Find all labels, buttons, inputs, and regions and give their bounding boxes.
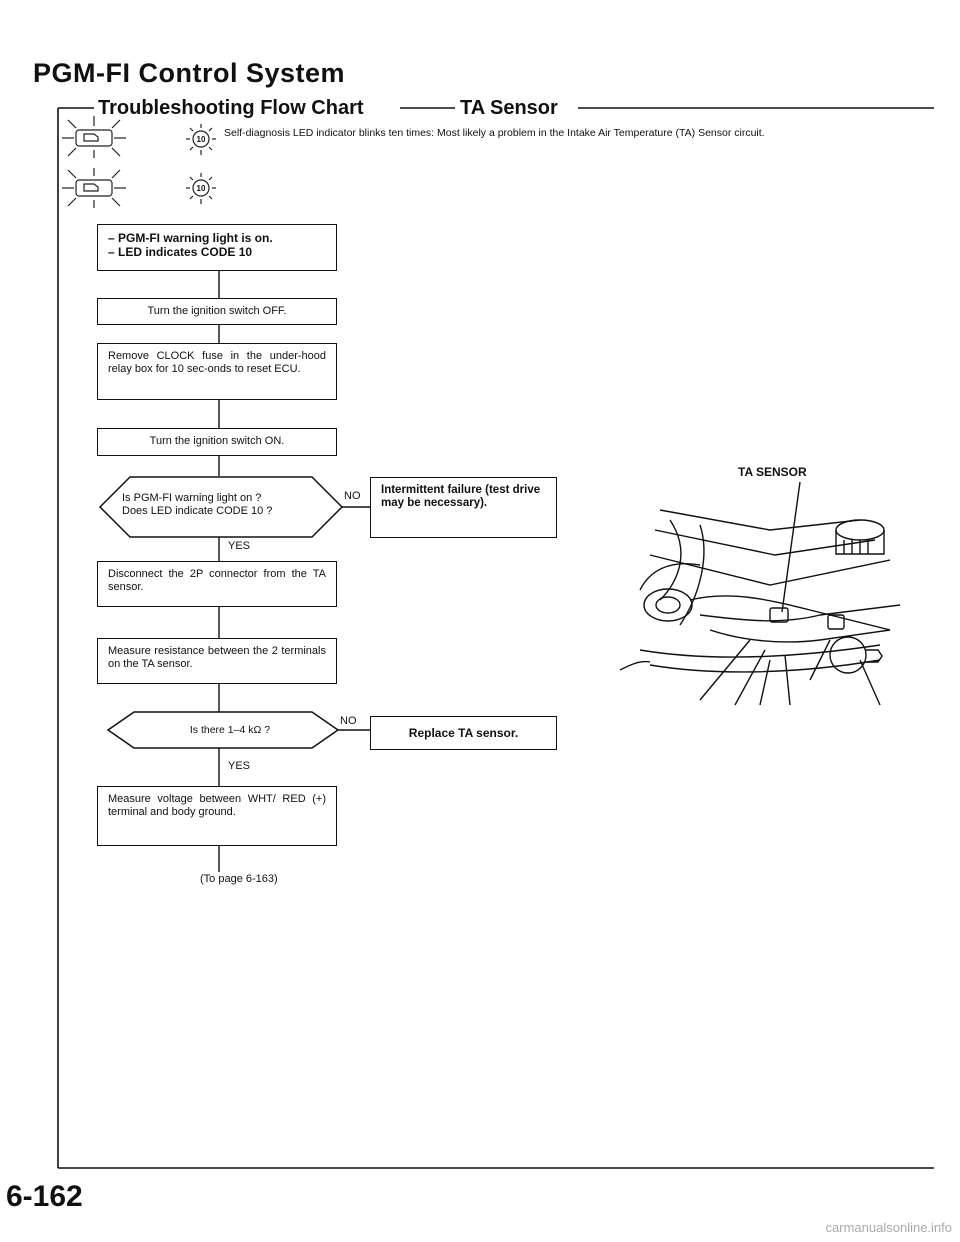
step-disconnect-connector: Disconnect the 2P connector from the TA …: [97, 561, 337, 607]
continue-note: (To page 6-163): [200, 873, 278, 885]
intro-text: Self-diagnosis LED indicator blinks ten …: [224, 127, 765, 139]
decision-1-no-label: NO: [344, 490, 361, 502]
symptom-box: – PGM-FI warning light is on. – LED indi…: [97, 224, 337, 271]
step-ignition-off: Turn the ignition switch OFF.: [97, 298, 337, 325]
led-10-blink-icon: [186, 124, 216, 155]
svg-text:10: 10: [197, 135, 206, 144]
step-remove-clock-fuse: Remove CLOCK fuse in the under-hood rela…: [97, 343, 337, 400]
decision-2-no-label: NO: [340, 715, 357, 727]
check-engine-icon-2: [62, 168, 126, 208]
section-title: Troubleshooting Flow Chart: [98, 97, 364, 119]
watermark: carmanualsonline.info: [825, 1220, 952, 1235]
result-intermittent-failure: Intermittent failure (test drive may be …: [370, 477, 557, 538]
svg-text:10: 10: [197, 184, 206, 193]
page-title: PGM-FI Control System: [33, 58, 346, 88]
engine-bay-illustration: [619, 481, 901, 706]
step-ignition-on: Turn the ignition switch ON.: [97, 428, 337, 456]
ta-sensor-label: TA SENSOR: [738, 465, 807, 479]
page-number: 6-162: [6, 1180, 83, 1213]
check-engine-icon: [62, 116, 126, 158]
decision-1-text: Is PGM-FI warning light on ? Does LED in…: [122, 492, 273, 517]
result-replace-sensor: Replace TA sensor.: [370, 716, 557, 750]
step-measure-voltage: Measure voltage between WHT/ RED (+) ter…: [97, 786, 337, 846]
decision-2-yes-label: YES: [228, 760, 251, 772]
led-10-blink-icon-2: [186, 173, 216, 204]
step-measure-resistance: Measure resistance between the 2 termina…: [97, 638, 337, 684]
decision-1-yes-label: YES: [228, 540, 251, 552]
decision-2-text: Is there 1–4 kΩ ?: [189, 724, 271, 736]
section-subject: TA Sensor: [460, 97, 558, 119]
